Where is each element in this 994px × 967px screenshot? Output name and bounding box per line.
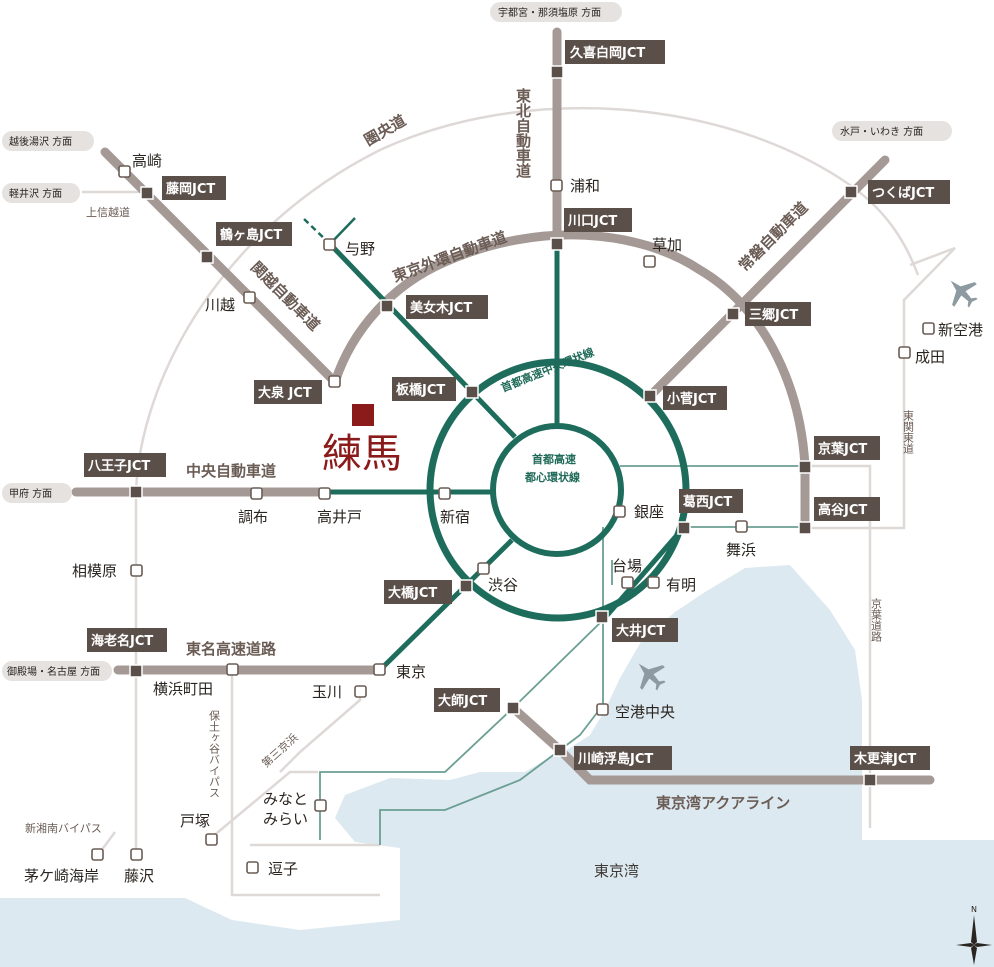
place-names: 高崎 浦和 与野 川越 草加 新空港 成田 調布 高井戸 新宿 銀座 舞浜 相模… — [24, 152, 983, 885]
dir-mito: 水戸・いわき 方面 — [840, 125, 923, 138]
compass-icon: N — [956, 905, 992, 965]
jct-label-kasai: 葛西JCT — [682, 494, 732, 510]
nerima-label: 練馬 — [322, 431, 402, 477]
road-chuo: 中央自動車道 — [186, 462, 276, 480]
place-odaiba: 台場 — [612, 557, 642, 575]
place-yokohamamachida: 横浜町田 — [153, 680, 213, 698]
direction-labels: 宇都宮・那須塩原 方面 越後湯沢 方面 軽井沢 方面 水戸・いわき 方面 甲府 … — [2, 2, 952, 681]
place-totsuka: 戸塚 — [180, 812, 210, 830]
jct-label-hachioji: 八王子JCT — [87, 459, 150, 474]
jct-label-kosuge: 小菅JCT — [667, 391, 716, 407]
place-minatomirai-line2: みらい — [263, 810, 308, 828]
road-daisankeihin: 第三京浜 — [259, 730, 301, 770]
road-kanetsu: 関越自動車道 — [247, 258, 323, 334]
place-shinkuko: 新空港 — [938, 321, 983, 339]
road-gaikan: 東京外環自動車道 — [390, 228, 509, 286]
road-c1-line2: 都心環状線 — [524, 470, 580, 484]
place-kukochuo: 空港中央 — [615, 703, 675, 721]
place-fujisawa: 藤沢 — [124, 867, 154, 885]
place-tokyo: 東京 — [396, 663, 426, 681]
place-tamagawa: 玉川 — [312, 683, 342, 701]
road-tomei: 東名高速道路 — [186, 640, 277, 658]
jct-label-kawasaki: 川崎浮島JCT — [577, 751, 653, 767]
jct-label-misato: 三郷JCT — [749, 308, 798, 323]
road-c1-line1: 首都高速 — [532, 452, 576, 466]
jct-labels: 久喜白岡JCT 藤岡JCT 鶴ヶ島JCT 大泉 JCT 美女木JCT 川口JCT… — [84, 40, 950, 770]
place-kawagoe: 川越 — [205, 296, 235, 314]
stop-markers — [91, 165, 935, 874]
place-chofu: 調布 — [238, 508, 268, 526]
place-zushi: 逗子 — [268, 860, 298, 878]
dir-echigo: 越後湯沢 方面 — [9, 135, 72, 148]
peripheral-roads — [82, 106, 956, 897]
road-kenodo: 圏央道 — [361, 111, 409, 149]
road-shinshonan: 新湘南バイパス — [25, 821, 102, 835]
dir-kofu: 甲府 方面 — [9, 487, 52, 500]
dir-karuizawa: 軽井沢 方面 — [9, 187, 62, 200]
jct-label-tsukuba: つくばJCT — [872, 186, 934, 201]
jct-label-ohashi: 大橋JCT — [388, 585, 437, 601]
road-hodogaya: 保土ヶ谷バイパス — [208, 709, 221, 798]
jct-markers — [129, 65, 877, 787]
place-shibuya: 渋谷 — [488, 576, 518, 594]
jct-label-fujioka: 藤岡JCT — [166, 181, 215, 197]
jct-label-keiyo: 京葉JCT — [818, 441, 867, 457]
place-yono: 与野 — [345, 240, 375, 258]
narita-airport-icon — [939, 269, 985, 315]
jct-label-ebina: 海老名JCT — [91, 633, 153, 649]
place-ariake: 有明 — [666, 576, 696, 594]
jct-label-oi: 大井JCT — [616, 623, 665, 639]
road-aqualine: 東京湾アクアライン — [656, 794, 790, 812]
road-tohoku: 東北自動車道 — [514, 87, 532, 178]
jct-label-daishi: 大師JCT — [438, 693, 487, 709]
place-chigasaki: 茅ケ崎海岸 — [24, 867, 99, 885]
jct-label-kuki: 久喜白岡JCT — [570, 45, 645, 61]
place-maihama: 舞浜 — [726, 541, 756, 559]
place-minatomirai-line1: みなと — [263, 790, 308, 808]
dir-gotemba: 御殿場・名古屋 方面 — [7, 665, 100, 678]
shutoko-expressways — [302, 217, 690, 672]
jct-label-kawaguchi: 川口JCT — [567, 214, 617, 229]
road-joshinetsu: 上信越道 — [86, 205, 130, 219]
place-takasaki: 高崎 — [132, 152, 162, 170]
jct-label-bijogi: 美女木JCT — [410, 300, 472, 316]
jct-label-itabashi: 板橋JCT — [396, 382, 445, 398]
place-ginza: 銀座 — [634, 503, 664, 521]
tokyo-bay-label: 東京湾 — [594, 862, 639, 880]
compass-north-label: N — [971, 905, 977, 914]
jct-label-kouya: 高谷JCT — [818, 502, 867, 518]
jct-label-kisarazu: 木更津JCT — [853, 751, 916, 767]
road-higashikanto: 東関東道 — [902, 410, 915, 454]
place-soka: 草加 — [652, 236, 682, 254]
jct-label-tsurugashima: 鶴ヶ島JCT — [220, 227, 282, 243]
jct-label-oizumi: 大泉 JCT — [258, 385, 312, 401]
place-sagamihara: 相模原 — [72, 562, 117, 580]
dir-utsunomiya: 宇都宮・那須塩原 方面 — [498, 6, 601, 19]
tokyo-bay-sea — [0, 565, 994, 967]
road-joban: 常磐自動車道 — [735, 198, 811, 274]
place-takaido: 高井戸 — [317, 508, 362, 526]
place-urawa: 浦和 — [570, 177, 600, 195]
place-shinjuku: 新宿 — [440, 508, 470, 526]
nerima-marker — [352, 404, 374, 426]
place-narita: 成田 — [915, 348, 945, 366]
road-keiyo: 京葉道路 — [870, 597, 883, 643]
